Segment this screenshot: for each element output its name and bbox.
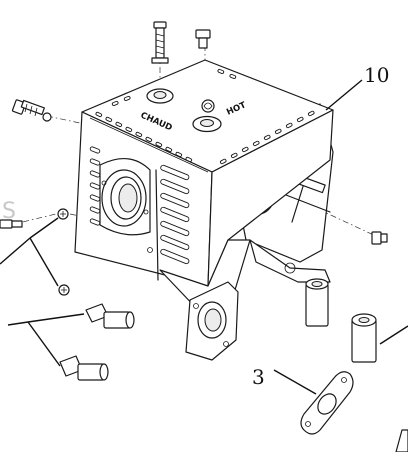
top-vent-slots — [95, 68, 315, 165]
top-stud-left — [151, 21, 169, 64]
front-vent-slots-right — [147, 164, 190, 281]
callout-3: 3 — [252, 365, 265, 389]
side-screw-left — [0, 219, 23, 229]
callout-10: 10 — [364, 63, 389, 87]
screw-pair — [57, 208, 70, 296]
watermark-letter: S — [2, 199, 16, 224]
front-inlet-boss — [99, 158, 151, 236]
spacer-tube-rear — [305, 278, 329, 327]
hot-warning-icon — [201, 99, 215, 113]
front-vent-slots-left — [89, 146, 101, 226]
exhaust-gasket — [300, 371, 354, 435]
side-bolt-right — [371, 231, 388, 245]
side-bolt-upper — [11, 99, 52, 122]
top-outlet-holes — [146, 88, 222, 133]
leader-lines — [0, 79, 408, 395]
partial-part-edge — [395, 429, 408, 452]
exhaust-flange — [185, 281, 239, 361]
spacer-tube-front — [351, 313, 377, 363]
flange-bolt-upper — [85, 303, 135, 329]
top-stud-right — [195, 29, 211, 49]
flange-bolt-lower — [59, 355, 109, 381]
